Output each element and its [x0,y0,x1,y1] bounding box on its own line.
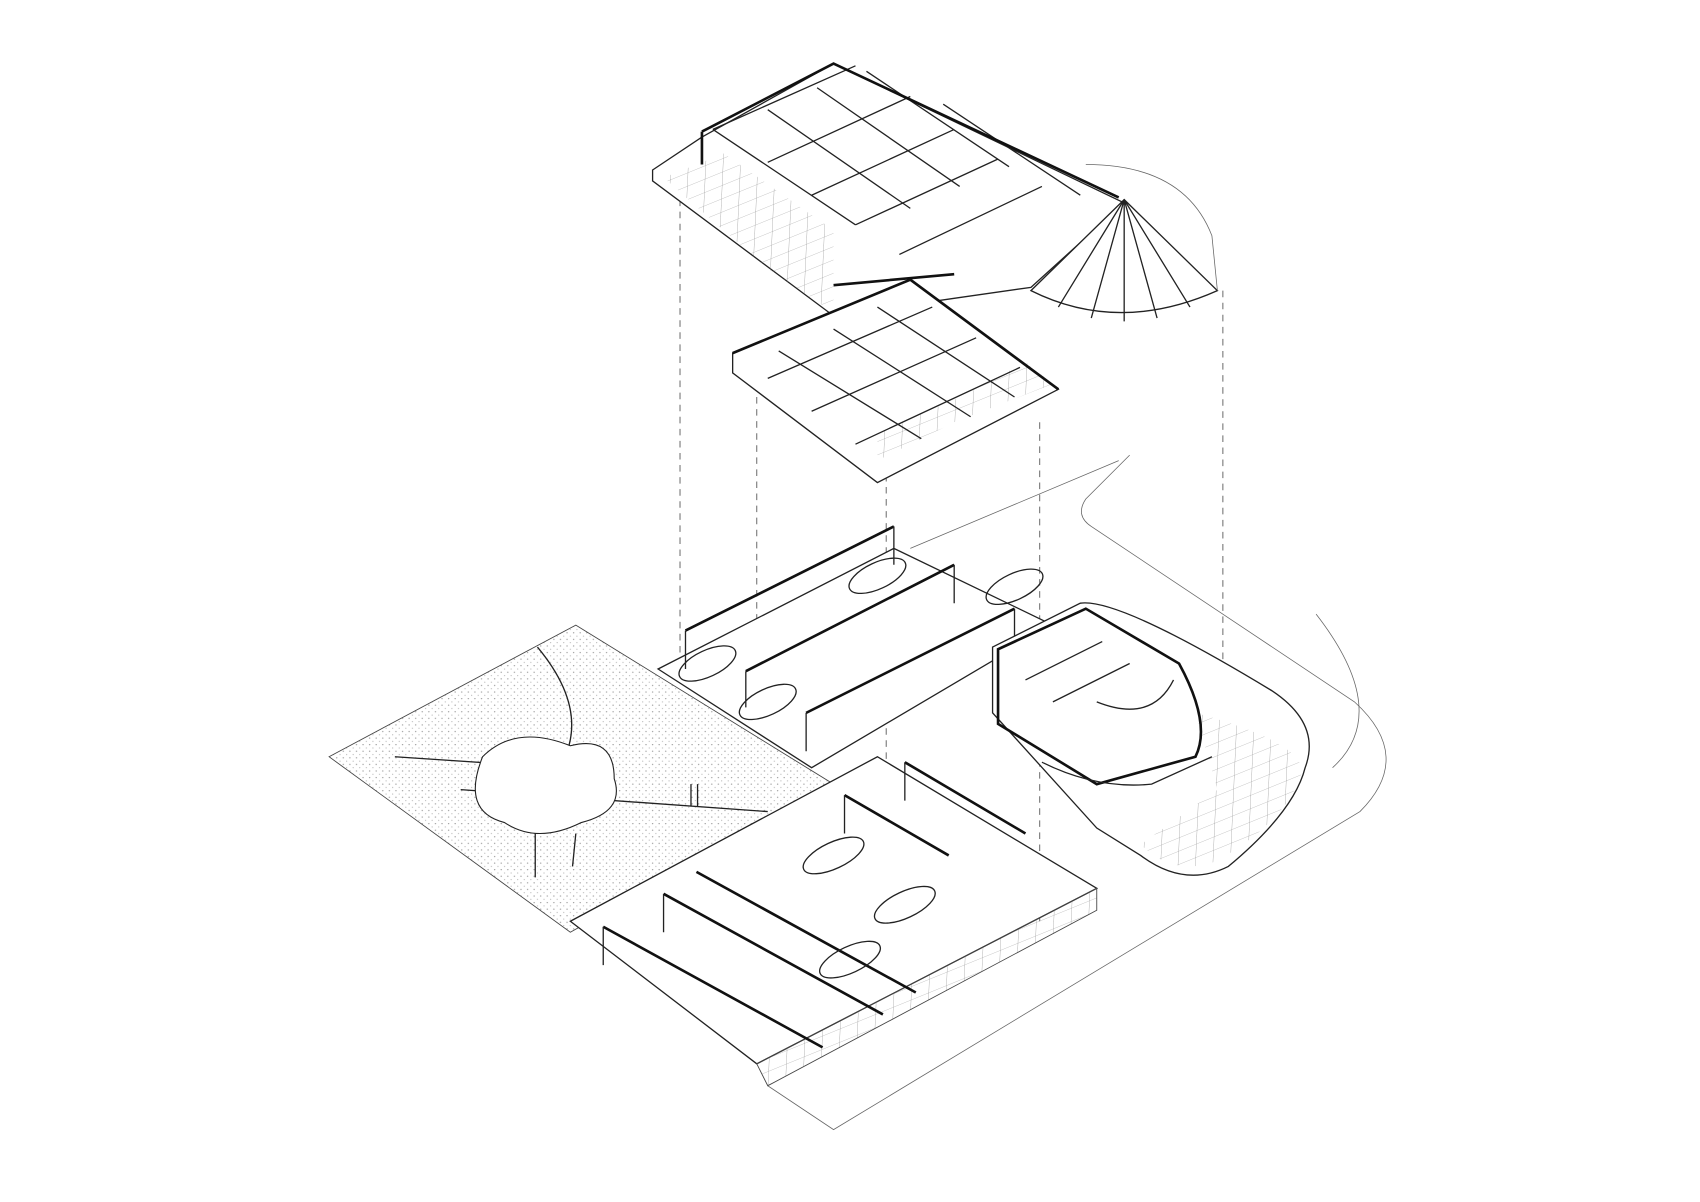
road-outline [767,454,1387,1131]
upper-floor-plan [651,62,1126,317]
road-inner-edge [910,460,1360,768]
second-floor-plan [731,278,1060,484]
parking-canopy-upper [656,525,1055,769]
fan-canopy [1029,164,1219,322]
tree-icon [474,736,617,878]
ground-floor-building [991,602,1310,876]
person-icon [690,784,699,807]
parking-canopy-lower [569,755,1099,1087]
plaza [328,624,835,933]
